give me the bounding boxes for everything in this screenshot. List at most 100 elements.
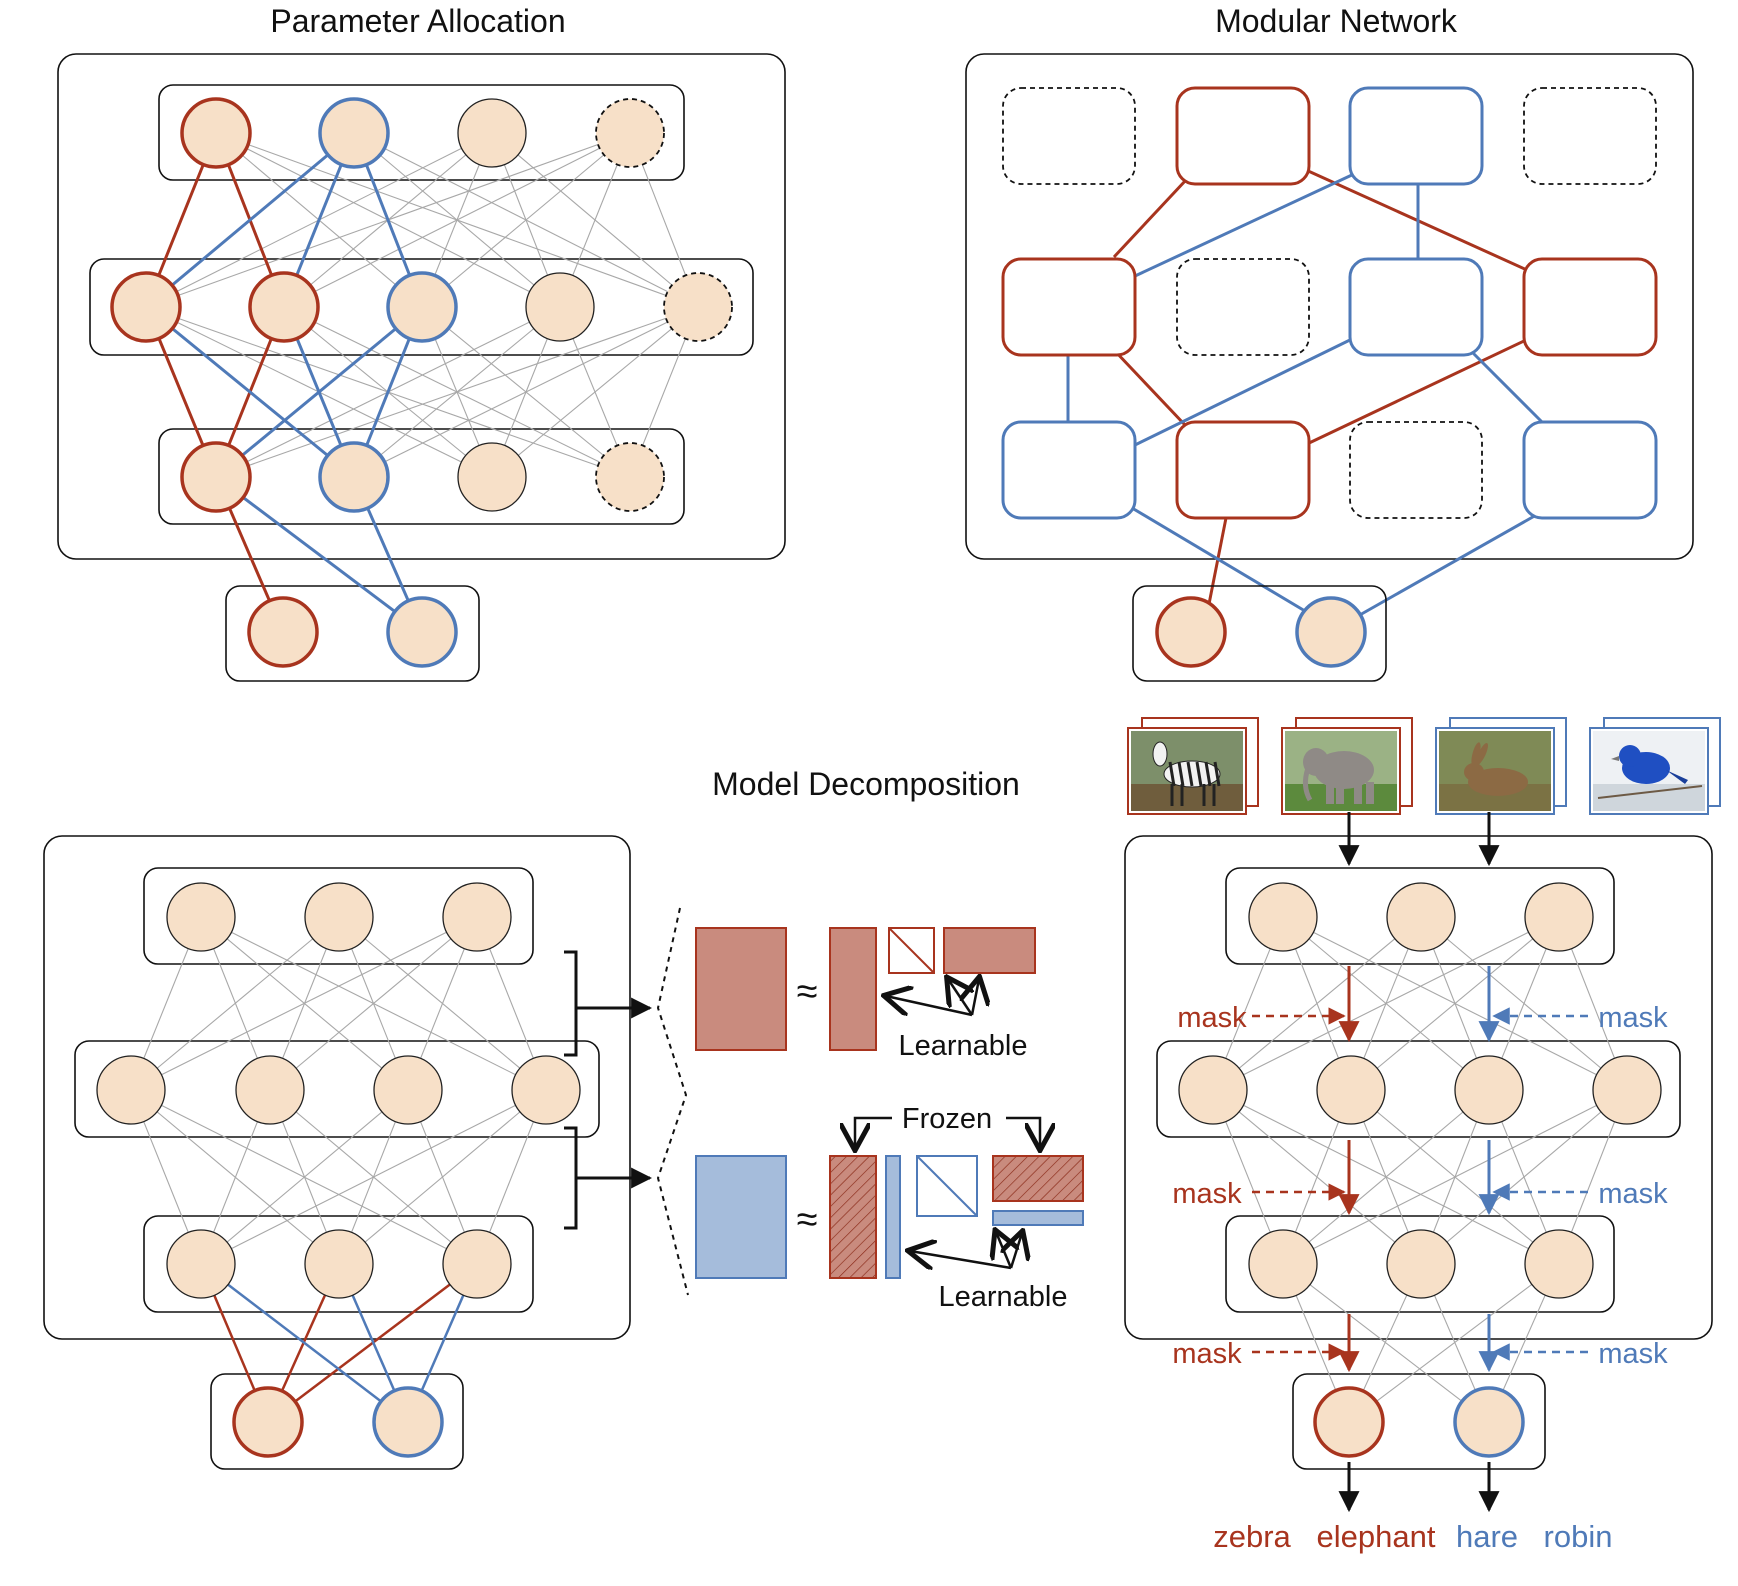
mn-outer-frame: [965, 53, 1694, 560]
hare-figure: [1464, 742, 1528, 796]
elephant-trunk: [1302, 767, 1313, 802]
md-gray-edge: [269, 916, 478, 1091]
mn-blue-link: [1357, 512, 1539, 618]
pa-output-box: [225, 585, 480, 682]
red-column-factor: [829, 927, 877, 1051]
blue-diagonal-line: [916, 1155, 978, 1217]
mn-connections: [1066, 168, 1544, 618]
learnable-arrow: [1011, 1233, 1022, 1269]
zebra-stripe: [1213, 761, 1221, 787]
pa-node-red: [247, 596, 319, 668]
mk-node: [1524, 1229, 1594, 1299]
mk-node: [1454, 1055, 1524, 1125]
pa-blue-edge: [145, 305, 355, 479]
mk-node: [1316, 1055, 1386, 1125]
md-layer-box-3: [143, 1215, 534, 1313]
mk-gray-edge: [1420, 1089, 1628, 1265]
md-output-box: [210, 1373, 464, 1470]
elephant-leg: [1366, 782, 1374, 804]
modular-network-panel: [965, 53, 1694, 682]
mn-module-red: [1175, 86, 1311, 186]
bird-beak: [1611, 756, 1619, 761]
red-row-factor: [943, 927, 1036, 974]
pa-gray-edge: [421, 132, 631, 308]
mask-label-blue: mask: [1598, 1178, 1668, 1210]
output-label-elephant: elephant: [1317, 1519, 1436, 1554]
parameter-allocation-title: Parameter Allocation: [270, 3, 565, 39]
mn-module-unused: [1176, 258, 1310, 356]
mn-module-unused: [1002, 87, 1136, 185]
elephant-leg: [1326, 782, 1334, 804]
mk-node: [1592, 1055, 1662, 1125]
elephant-body: [1314, 751, 1374, 789]
hare-head: [1464, 763, 1484, 781]
pa-nodes: [110, 97, 733, 668]
pa-node-red: [248, 271, 320, 343]
elephant-image: [1281, 717, 1413, 815]
pa-layer-box-1: [158, 84, 685, 181]
red-weight-matrix: [695, 927, 787, 1051]
pa-gray-edge: [215, 306, 699, 478]
pa-layer-box-3: [158, 428, 685, 525]
pa-node-blue: [386, 596, 458, 668]
md-node: [96, 1055, 166, 1125]
decomposition-network-panel: [43, 835, 689, 1470]
md-gray-edge: [338, 1089, 547, 1265]
mn-red-link: [1112, 348, 1187, 427]
bird-perch: [1597, 785, 1703, 799]
md-layer-box-1: [143, 867, 534, 965]
md-node: [304, 1229, 374, 1299]
mk-gray-edge: [1212, 916, 1560, 1091]
output-label-hare: hare: [1456, 1519, 1518, 1554]
zebra-head: [1152, 741, 1168, 767]
mn-module-blue: [1522, 420, 1658, 520]
md-node: [166, 882, 236, 952]
md-layer-box-2: [74, 1040, 600, 1138]
pa-node-red: [110, 271, 182, 343]
model-decomposition-title: Model Decomposition: [712, 766, 1020, 802]
elephant-figure: [1302, 748, 1374, 804]
mn-module-blue: [1348, 257, 1484, 357]
md-node: [304, 882, 374, 952]
mn-module-blue: [1348, 86, 1484, 186]
bird-tail: [1666, 770, 1688, 784]
matrix-decomposition: ≈ Learnable Frozen ≈ Learnable: [695, 927, 1084, 1313]
mk-gray-edge: [1212, 916, 1422, 1091]
mn-output-node-blue: [1295, 596, 1367, 668]
mk-gray-edge: [1350, 916, 1560, 1091]
mask-label-blue: mask: [1598, 1338, 1668, 1370]
pa-node: [457, 98, 527, 168]
blue-weight-matrix: [695, 1155, 787, 1279]
mk-layer-box-1: [1225, 867, 1615, 965]
md-gray-edge: [200, 1089, 409, 1265]
mk-layer-box-2: [1156, 1040, 1681, 1138]
md-nodes: [96, 882, 581, 1458]
md-node: [511, 1055, 581, 1125]
zebra-stripe: [1195, 761, 1203, 787]
elephant-leg: [1336, 782, 1344, 804]
pa-gray-edge: [353, 306, 699, 478]
parameter-allocation-panel: [57, 53, 786, 682]
pa-node-red: [180, 441, 252, 513]
pa-task-connections: [144, 131, 424, 634]
md-node: [235, 1055, 305, 1125]
pa-node-blue: [318, 97, 390, 169]
md-outer-frame: [43, 835, 631, 1340]
learnable-label-blue: Learnable: [939, 1281, 1068, 1313]
md-blue-edge: [200, 1263, 409, 1423]
blue-row-factor: [992, 1210, 1084, 1226]
mk-nodes: [1178, 882, 1662, 1458]
md-node: [442, 1229, 512, 1299]
pa-node: [457, 442, 527, 512]
robin-image: [1589, 717, 1721, 815]
pa-layer-box-2: [89, 258, 754, 356]
pa-blue-edge: [215, 305, 423, 479]
modular-network-title: Modular Network: [1215, 3, 1458, 39]
frozen-arrow-right: [1006, 1116, 1040, 1148]
mk-outer-frame: [1124, 835, 1713, 1340]
mk-layer-box-3: [1225, 1215, 1615, 1313]
md-gray-edge: [200, 1089, 547, 1265]
md-gray-edge: [130, 916, 478, 1091]
image-ground: [1131, 784, 1243, 811]
learnable-arrow: [972, 979, 979, 1016]
